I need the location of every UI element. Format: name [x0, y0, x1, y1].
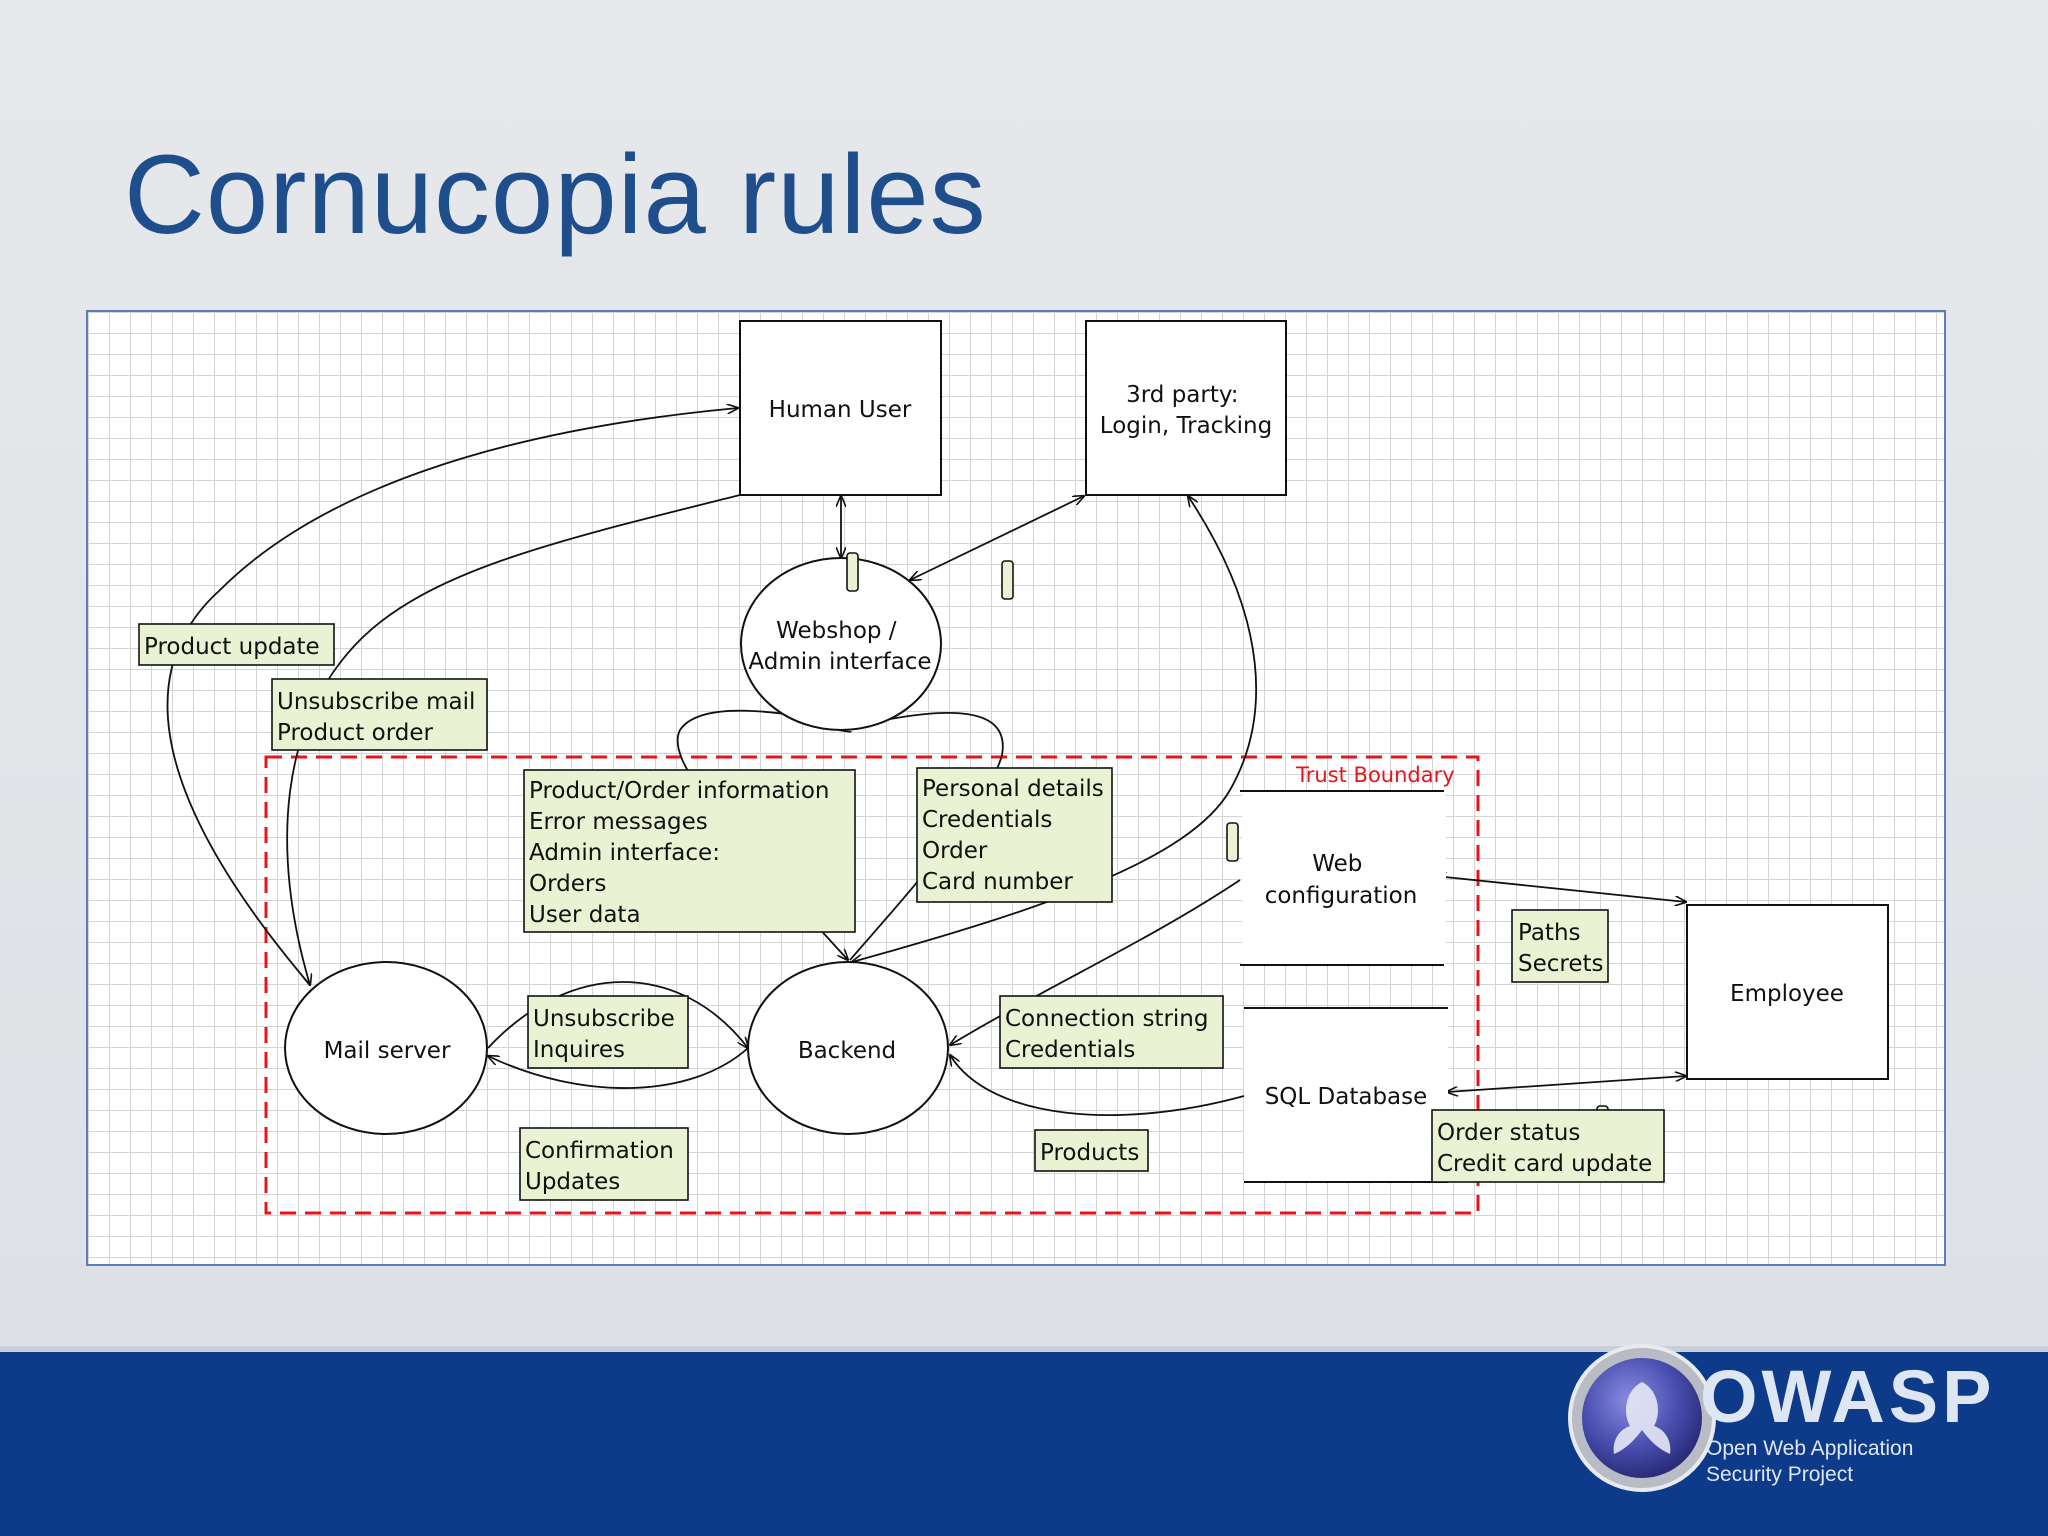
flow-label-personal-details: Personal details Credentials Order Card … [916, 767, 1113, 903]
svg-text:Unsubscribe mail Produ: Unsubscribe mail Product order [277, 689, 483, 746]
third-party-entity [1085, 320, 1287, 496]
webshop-process [740, 557, 942, 731]
flow-backend-thirdparty [852, 496, 1258, 962]
backend-label: Backend [798, 1038, 896, 1064]
backend-process [747, 961, 949, 1135]
flow-webconfig-to-backend [950, 879, 1241, 1045]
svg-text:Paths Secrets: Paths Secrets [1518, 920, 1604, 977]
third-party-label: 3rd party: Login, Tracking [1100, 382, 1272, 439]
svg-text:Confirmation Updates: Confirmation Updates [525, 1138, 681, 1195]
flow-label-unsubscribe-inquires: Unsubscribe Inquires [527, 995, 689, 1069]
flow-marker [1001, 560, 1014, 600]
svg-text:Unsubscribe Inquires: Unsubscribe Inquires [533, 1006, 682, 1063]
flow-marker [1226, 822, 1239, 862]
employee-label: Employee [1730, 981, 1844, 1007]
footer-divider [0, 1346, 2048, 1352]
mail-server-label: Mail server [324, 1038, 451, 1064]
webshop-label: Webshop / Admin interface [748, 618, 931, 675]
flow-sqldb-to-backend [950, 1055, 1245, 1117]
svg-text:Product/Order information: Product/Order information Error messages… [529, 778, 837, 928]
flow-label-product-update: Product update [138, 623, 335, 666]
flow-label-connection-string: Connection string Credentials [999, 995, 1224, 1069]
web-configuration-label: Web configuration [1265, 851, 1418, 909]
flow-backend-to-webshop [840, 711, 1004, 961]
flow-mail-to-backend [487, 981, 748, 1048]
flow-label-unsubscribe-order: Unsubscribe mail Product order [271, 678, 488, 751]
sql-database-store [1244, 1007, 1448, 1183]
flow-label-paths-secrets: Paths Secrets [1511, 909, 1609, 983]
human-user-entity [739, 320, 942, 496]
flow-sqldb-employee [1447, 1076, 1686, 1092]
mail-server-process [284, 961, 488, 1135]
sql-database-label: SQL Database [1265, 1084, 1428, 1110]
page-title: Cornucopia rules [124, 132, 987, 257]
employee-entity [1686, 904, 1889, 1080]
flow-mail-to-human [166, 408, 738, 986]
flow-human-to-mail [286, 494, 741, 985]
flow-label-products: Products [1034, 1129, 1149, 1172]
svg-text:Order status Credit ca: Order status Credit card update [1437, 1120, 1652, 1177]
svg-text:Personal details Crede: Personal details Credentials Order Card … [922, 776, 1111, 895]
human-user-label: Human User [769, 397, 912, 423]
owasp-tagline: Open Web Application Security Project [1706, 1437, 1914, 1486]
svg-text:Connection string Cred: Connection string Credentials [1005, 1006, 1216, 1063]
flow-label-confirmation-updates: Confirmation Updates [519, 1127, 689, 1201]
flow-label-order-status: Order status Credit card update [1431, 1109, 1665, 1183]
flow-webconfig-employee [1435, 876, 1686, 902]
owasp-wordmark: OWASP [1700, 1355, 1996, 1438]
svg-text:Products: Products [1040, 1140, 1139, 1166]
flow-label-product-order-info: Product/Order information Error messages… [523, 769, 856, 933]
trust-boundary-label: Trust Boundary [1295, 763, 1455, 787]
owasp-logo-icon [1568, 1344, 1716, 1492]
flow-marker [846, 552, 859, 592]
web-configuration-store [1240, 790, 1446, 966]
svg-text:Product update: Product update [144, 634, 320, 660]
flow-webshop-thirdparty [910, 496, 1084, 580]
flow-backend-to-mail [488, 1047, 749, 1089]
